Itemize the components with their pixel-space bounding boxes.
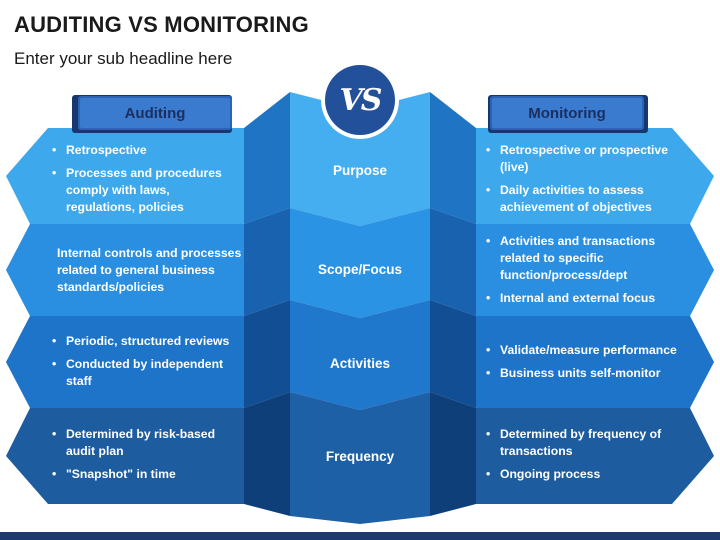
row-activities-center	[290, 300, 430, 410]
bullet-item: "Snapshot" in time	[52, 466, 238, 483]
frequency-auditing-cell: Determined by risk-based audit plan "Sna…	[52, 426, 238, 489]
row-frequency-left-fold	[244, 392, 290, 516]
frequency-monitoring-cell: Determined by frequency of transactions …	[486, 426, 682, 489]
bullet-item: Periodic, structured reviews	[52, 333, 242, 350]
row-label-scope: Scope/Focus	[317, 262, 403, 277]
row-frequency-center	[290, 392, 430, 524]
row-activities-right-fold	[430, 300, 476, 408]
scope-monitoring-cell: Activities and transactions related to s…	[486, 233, 682, 313]
row-label-purpose: Purpose	[332, 163, 387, 178]
row-label-activities: Activities	[329, 356, 391, 371]
monitoring-header: Monitoring	[528, 104, 606, 122]
purpose-auditing-cell: Retrospective Processes and procedures c…	[52, 142, 238, 222]
bullet-item: Ongoing process	[486, 466, 682, 483]
scope-auditing-cell: Internal controls and processes related …	[57, 245, 243, 296]
bullet-item: Determined by frequency of transactions	[486, 426, 682, 460]
activities-monitoring-cell: Validate/measure performance Business un…	[486, 342, 696, 388]
row-scope-center	[290, 208, 430, 318]
auditing-header-inner	[80, 98, 230, 128]
row-activities-left-fold	[244, 300, 290, 408]
monitoring-header-inner	[492, 98, 642, 128]
row-scope-left-band	[6, 224, 244, 316]
bullet-item: Internal and external focus	[486, 290, 682, 307]
activities-auditing-cell: Periodic, structured reviews Conducted b…	[52, 333, 242, 396]
row-purpose-left-fold	[244, 92, 290, 224]
bullet-item: Daily activities to assess achievement o…	[486, 182, 682, 216]
auditing-header: Auditing	[124, 104, 186, 122]
bottom-bar	[0, 532, 720, 540]
vs-badge: VS	[339, 82, 383, 118]
row-purpose-center	[290, 92, 430, 226]
vs-circle	[325, 65, 395, 135]
row-frequency-right-fold	[430, 392, 476, 516]
bullet-item: Retrospective	[52, 142, 238, 159]
paragraph-text: Internal controls and processes related …	[57, 246, 242, 294]
bullet-item: Activities and transactions related to s…	[486, 233, 682, 284]
page-subtitle: Enter your sub headline here	[14, 49, 233, 68]
bullet-item: Business units self-monitor	[486, 365, 696, 382]
bullet-item: Validate/measure performance	[486, 342, 696, 359]
row-purpose-right-fold	[430, 92, 476, 224]
row-scope-left-fold	[244, 208, 290, 316]
bullet-item: Processes and procedures comply with law…	[52, 165, 238, 216]
bullet-item: Determined by risk-based audit plan	[52, 426, 238, 460]
row-scope-right-fold	[430, 208, 476, 316]
bullet-item: Conducted by independent staff	[52, 356, 242, 390]
row-activities-right-band	[476, 316, 714, 408]
page-title: AUDITING VS MONITORING	[14, 12, 309, 37]
purpose-monitoring-cell: Retrospective or prospective (live) Dail…	[486, 142, 682, 222]
row-label-frequency: Frequency	[325, 449, 395, 464]
bullet-item: Retrospective or prospective (live)	[486, 142, 682, 176]
